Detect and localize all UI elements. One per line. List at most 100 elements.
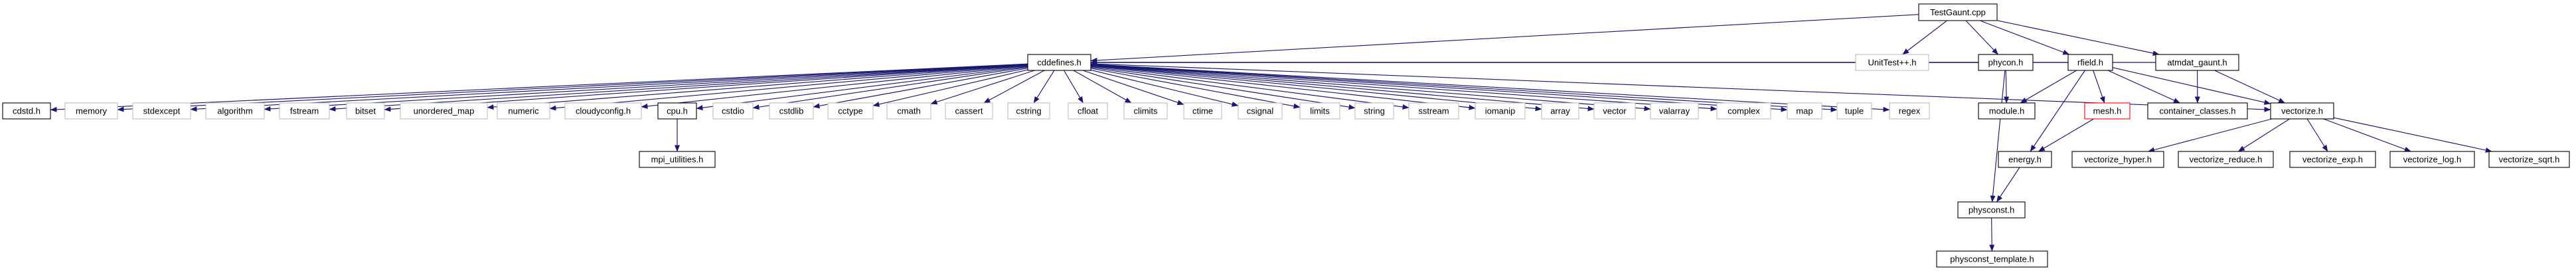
node-vectorize-log-h[interactable]: vectorize_log.h bbox=[2389, 151, 2475, 168]
edge-cddefines-h-to-complex bbox=[1090, 64, 1718, 112]
node-container-classes-h[interactable]: container_classes.h bbox=[2147, 102, 2248, 120]
node-box-physconst-template-h[interactable] bbox=[1936, 250, 2048, 268]
node-testgaunt-cpp[interactable]: TestGaunt.cpp bbox=[1918, 3, 1998, 21]
edge-cddefines-h-to-cpu-h bbox=[696, 66, 1028, 111]
node-label-mpi-utilities-h: mpi_utilities.h bbox=[651, 155, 704, 165]
node-algorithm: algorithm bbox=[205, 102, 265, 120]
node-box-container-classes-h[interactable] bbox=[2147, 102, 2248, 120]
node-physconst-h[interactable]: physconst.h bbox=[1957, 201, 2026, 219]
edge-mesh-h-to-energy-h bbox=[2038, 118, 2094, 152]
node-box-vectorize-reduce-h[interactable] bbox=[2178, 151, 2274, 168]
node-box-testgaunt-cpp[interactable] bbox=[1918, 3, 1998, 21]
edge-vectorize-h-to-vectorize-hyper-h bbox=[2148, 118, 2273, 153]
node-label-array: array bbox=[1550, 106, 1570, 116]
node-box-vectorize-sqrt-h[interactable] bbox=[2488, 151, 2570, 168]
node-box-physconst-h[interactable] bbox=[1957, 201, 2026, 219]
node-label-cddefines-h: cddefines.h bbox=[1037, 58, 1082, 68]
node-vector: vector bbox=[1593, 102, 1636, 120]
node-cpu-h[interactable]: cpu.h bbox=[657, 102, 697, 120]
node-label-cmath: cmath bbox=[897, 106, 920, 116]
node-box-map bbox=[1787, 102, 1822, 120]
edge-vectorize-h-to-vectorize-exp-h bbox=[2306, 118, 2328, 152]
node-label-ctime: ctime bbox=[1192, 106, 1213, 116]
edge-testgaunt-cpp-to-rfield-h bbox=[1979, 20, 2070, 55]
node-box-vectorize-exp-h[interactable] bbox=[2289, 151, 2376, 168]
node-vectorize-sqrt-h[interactable]: vectorize_sqrt.h bbox=[2488, 151, 2570, 168]
node-box-vector bbox=[1593, 102, 1636, 120]
edge-cddefines-h-to-memory bbox=[117, 63, 1028, 112]
node-label-energy-h: energy.h bbox=[2008, 155, 2042, 165]
edge-cddefines-h-to-limits bbox=[1090, 68, 1301, 109]
node-vectorize-hyper-h[interactable]: vectorize_hyper.h bbox=[2071, 151, 2164, 168]
node-label-atmdat-gaunt-h: atmdat_gaunt.h bbox=[2167, 58, 2227, 68]
edge-cddefines-h-to-valarray bbox=[1090, 64, 1651, 112]
node-label-memory: memory bbox=[76, 106, 107, 116]
node-tuple: tuple bbox=[1836, 102, 1872, 120]
node-label-module-h: module.h bbox=[1989, 106, 2024, 116]
node-box-stdexcept bbox=[132, 102, 191, 120]
edge-cddefines-h-to-string bbox=[1090, 66, 1356, 110]
node-box-cddefines-h[interactable] bbox=[1027, 54, 1091, 71]
edge-cddefines-h-to-iomanip bbox=[1090, 65, 1476, 110]
edge-cddefines-h-to-ctime bbox=[1082, 70, 1184, 106]
node-mesh-h[interactable]: mesh.h bbox=[2084, 102, 2131, 120]
node-box-mpi-utilities-h[interactable] bbox=[639, 151, 716, 168]
edge-cddefines-h-to-cassert bbox=[983, 70, 1045, 104]
node-physconst-template-h[interactable]: physconst_template.h bbox=[1936, 250, 2048, 268]
node-box-vectorize-log-h[interactable] bbox=[2389, 151, 2475, 168]
node-label-rfield-h: rfield.h bbox=[2077, 58, 2103, 68]
node-label-cassert: cassert bbox=[955, 106, 983, 116]
edge-rfield-h-to-vectorize-h bbox=[2112, 67, 2271, 105]
node-box-cfloat bbox=[1068, 102, 1108, 120]
node-vectorize-reduce-h[interactable]: vectorize_reduce.h bbox=[2178, 151, 2274, 168]
node-box-bitset bbox=[346, 102, 385, 120]
node-box-atmdat-gaunt-h[interactable] bbox=[2155, 54, 2239, 71]
node-label-vectorize-log-h: vectorize_log.h bbox=[2403, 155, 2461, 165]
node-rfield-h[interactable]: rfield.h bbox=[2067, 54, 2113, 71]
node-label-tuple: tuple bbox=[1845, 106, 1864, 116]
node-cstdlib: cstdlib bbox=[769, 102, 814, 120]
node-box-vectorize-hyper-h[interactable] bbox=[2071, 151, 2164, 168]
node-unittest-h: UnitTest++.h bbox=[1855, 54, 1929, 71]
node-atmdat-gaunt-h[interactable]: atmdat_gaunt.h bbox=[2155, 54, 2239, 71]
node-label-cstring: cstring bbox=[1016, 106, 1041, 116]
node-limits: limits bbox=[1299, 102, 1340, 120]
node-phycon-h[interactable]: phycon.h bbox=[1978, 54, 2034, 71]
node-label-vectorize-reduce-h: vectorize_reduce.h bbox=[2190, 155, 2263, 165]
node-box-regex bbox=[1889, 102, 1930, 120]
edge-cddefines-h-to-cstdio bbox=[752, 66, 1028, 110]
edge-cddefines-h-to-unordered-map bbox=[487, 64, 1028, 110]
node-box-iomanip bbox=[1475, 102, 1526, 120]
node-numeric: numeric bbox=[497, 102, 550, 120]
node-box-module-h[interactable] bbox=[1978, 102, 2036, 120]
edge-cddefines-h-to-climits bbox=[1073, 70, 1132, 104]
node-label-vectorize-hyper-h: vectorize_hyper.h bbox=[2084, 155, 2152, 165]
node-box-vectorize-h[interactable] bbox=[2270, 102, 2334, 120]
node-cfloat: cfloat bbox=[1068, 102, 1108, 120]
node-cloudyconfig-h: cloudyconfig.h bbox=[564, 102, 642, 120]
edge-cddefines-h-to-sstream bbox=[1090, 66, 1409, 110]
node-vectorize-exp-h[interactable]: vectorize_exp.h bbox=[2289, 151, 2376, 168]
node-mpi-utilities-h[interactable]: mpi_utilities.h bbox=[639, 151, 716, 168]
node-cdstd-h[interactable]: cdstd.h bbox=[2, 102, 51, 120]
node-vectorize-h[interactable]: vectorize.h bbox=[2270, 102, 2334, 120]
node-label-vector: vector bbox=[1603, 106, 1627, 116]
node-box-mesh-h[interactable] bbox=[2084, 102, 2131, 120]
node-box-phycon-h[interactable] bbox=[1978, 54, 2034, 71]
node-cassert: cassert bbox=[945, 102, 993, 120]
node-module-h[interactable]: module.h bbox=[1978, 102, 2036, 120]
node-label-container-classes-h: container_classes.h bbox=[2160, 106, 2236, 116]
node-cddefines-h[interactable]: cddefines.h bbox=[1027, 54, 1091, 71]
node-bitset: bitset bbox=[346, 102, 385, 120]
node-cstring: cstring bbox=[1007, 102, 1050, 120]
node-box-cpu-h[interactable] bbox=[657, 102, 697, 120]
node-energy-h[interactable]: energy.h bbox=[1998, 151, 2052, 168]
edges-layer bbox=[50, 14, 2492, 252]
node-box-string bbox=[1354, 102, 1394, 120]
node-box-energy-h[interactable] bbox=[1998, 151, 2052, 168]
node-label-phycon-h: phycon.h bbox=[1988, 58, 2024, 68]
node-box-rfield-h[interactable] bbox=[2067, 54, 2113, 71]
node-box-cdstd-h[interactable] bbox=[2, 102, 51, 120]
edge-cddefines-h-to-cstdlib bbox=[813, 68, 1028, 109]
